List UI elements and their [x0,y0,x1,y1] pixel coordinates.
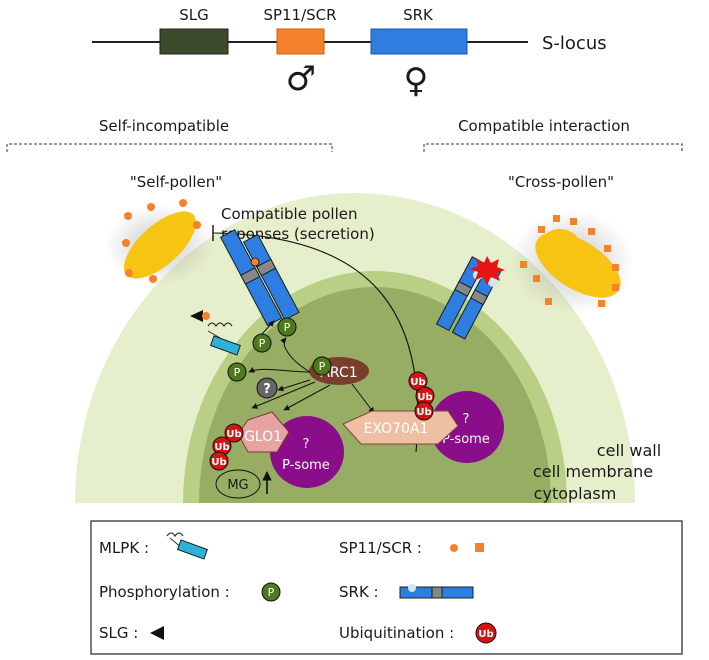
legend-slg-label: SLG : [99,624,138,642]
svg-text:P: P [259,337,266,350]
cross-pollen-grain [510,210,634,314]
svg-text:?: ? [263,382,271,397]
mg-metabolite: MG [215,469,261,499]
legend-phospho-label: Phosphorylation : [99,583,230,601]
svg-text:GLO1: GLO1 [244,429,282,445]
svg-text:Ub: Ub [211,457,226,468]
cell-membrane-label: cell membrane [533,462,653,481]
p-some-left: ? P-some [270,416,344,488]
svg-text:?: ? [303,437,310,452]
slg-marker [190,310,203,322]
phospho-3: P [227,362,247,382]
svg-text:Ub: Ub [416,407,431,418]
legend-mlpk-label: MLPK : [99,539,149,557]
s-locus-map: SLG SP11/SCR SRK S-locus ♂ ♀ [92,6,607,101]
ubiquitin-right: Ub Ub Ub [408,371,435,421]
self-pollen-label: "Self-pollen" [130,173,222,191]
mlpk-kinase [207,322,241,356]
sp11-gene-label: SP11/SCR [263,6,336,24]
right-bracket [423,143,683,152]
legend-srk-icon [399,584,474,599]
legend-ub-label: Ubiquitination : [339,624,454,642]
slg-gene-box [159,28,229,55]
svg-text:P: P [234,366,241,379]
phospho-arc1-label: P [319,360,326,373]
svg-text:Ub: Ub [478,629,493,640]
sp11-gene-box [276,28,325,55]
cytoplasm-label: cytoplasm [534,484,617,503]
compatible-response-line1: Compatible pollen [221,205,357,223]
burst-icon [470,256,505,285]
svg-text:Ub: Ub [410,377,425,388]
legend-sp11-square [475,543,484,552]
phospho-arc1-overlay [312,356,332,376]
slg-gene-label: SLG [179,6,209,24]
phospho-1: P [277,317,297,337]
svg-text:Ub: Ub [417,392,432,403]
legend-mlpk-icon [166,532,208,560]
unknown-factor: ? [256,377,278,399]
svg-text:P: P [284,321,291,334]
legend-phospho-icon: P [261,582,281,602]
legend-srk-label: SRK : [339,583,379,601]
p-some-right: ? P-some [430,391,504,463]
ubiquitin-left: Ub Ub Ub [209,423,244,471]
self-pollen-grain [105,199,215,285]
svg-text:MG: MG [227,478,248,493]
sp11-on-slg [202,312,210,320]
self-incompatible-title: Self-incompatible [99,117,229,135]
srk-receptor-cross [435,256,502,340]
compatible-interaction-title: Compatible interaction [458,117,630,135]
legend-sp11-dot [450,544,458,552]
srk-gene-box [370,28,468,55]
exo70a1-protein: EXO70A1 [342,410,459,445]
svg-text:P-some: P-some [282,458,330,473]
svg-text:P: P [268,586,275,599]
cross-pollen-label: "Cross-pollen" [508,173,614,191]
legend-sp11-label: SP11/SCR : [339,539,422,557]
legend-slg-icon [150,626,164,640]
svg-text:Ub: Ub [226,429,241,440]
male-symbol: ♂ [286,59,316,99]
legend: MLPK : SP11/SCR : Phosphorylation : P SR… [90,520,683,655]
female-symbol: ♀ [404,61,429,101]
cell-wall-label: cell wall [597,441,661,460]
svg-text:EXO70A1: EXO70A1 [364,421,429,437]
phospho-2: P [252,333,272,353]
s-locus-label: S-locus [542,33,607,54]
svg-text:?: ? [463,412,470,427]
pathway-arrows [248,320,375,414]
srk-receptor-self [219,229,300,327]
legend-ub-icon: Ub [475,622,497,644]
svg-text:Ub: Ub [214,442,229,453]
left-bracket [6,143,333,152]
svg-text:P-some: P-some [442,432,490,447]
srk-gene-label: SRK [403,6,434,24]
